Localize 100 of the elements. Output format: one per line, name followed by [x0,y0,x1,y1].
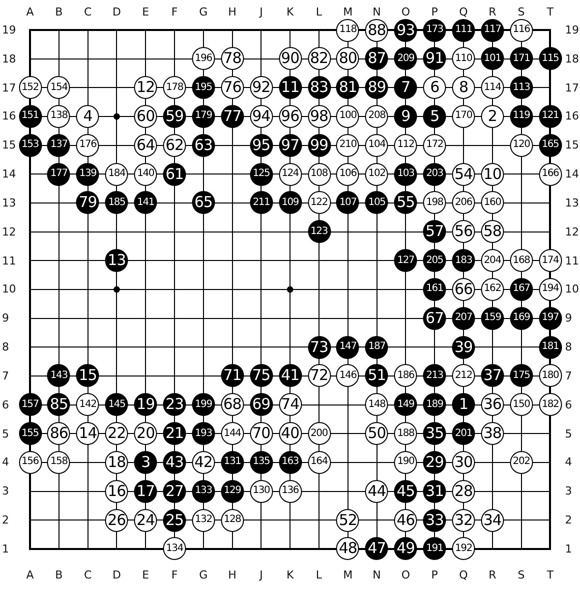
row-label: 15 [565,140,579,151]
go-stone: 105 [365,191,388,214]
go-stone: 210 [336,134,360,157]
row-label: 10 [2,284,16,295]
go-stone: 63 [192,134,215,157]
column-label: J [260,6,263,18]
go-stone: 208 [365,104,388,128]
go-stone: 128 [220,508,244,532]
go-stone: 58 [480,220,504,244]
go-stone: 133 [192,480,215,503]
go-stone: 45 [394,480,418,503]
go-stone: 43 [163,450,186,474]
go-stone: 191 [423,537,446,560]
go-stone: 70 [250,422,273,446]
row-label: 12 [565,226,579,238]
go-stone: 189 [423,393,446,416]
go-stone: 59 [163,104,186,128]
go-stone: 87 [365,47,388,70]
go-stone: 94 [250,104,273,128]
go-stone: 170 [452,104,475,128]
row-label: 10 [565,284,579,295]
go-stone: 154 [47,76,70,100]
go-stone: 64 [134,134,158,157]
go-stone: 29 [423,450,446,474]
go-stone: 167 [510,278,533,301]
go-stone: 175 [510,364,533,388]
go-stone: 213 [423,364,446,388]
go-stone: 55 [394,191,418,214]
go-stone: 27 [163,480,186,503]
go-stone: 164 [308,450,330,474]
go-stone: 124 [278,162,302,186]
go-stone: 97 [278,134,302,157]
go-stone: 46 [394,508,418,532]
go-stone: 146 [336,364,360,388]
go-stone: 35 [423,422,446,446]
go-stone: 205 [423,249,446,272]
go-stone: 14 [76,422,100,446]
go-stone: 147 [336,336,360,359]
column-label: G [199,570,208,580]
go-stone: 91 [423,47,446,70]
go-stone: 98 [308,104,330,128]
go-stone: 103 [394,162,418,186]
go-stone: 18 [105,450,128,474]
go-stone: 21 [163,422,186,446]
go-stone: 5 [423,104,446,128]
go-stone: 202 [510,450,533,474]
column-label: R [488,570,496,580]
go-stone: 144 [220,422,244,446]
row-label: 1 [2,543,9,554]
go-stone: 130 [250,480,273,503]
go-stone: 57 [423,220,446,244]
go-stone: 106 [336,162,360,186]
go-stone: 81 [336,76,360,100]
go-stone: 135 [250,450,273,474]
go-stone: 115 [538,47,562,70]
go-stone: 68 [220,393,244,416]
go-stone: 145 [105,393,128,416]
go-stone: 199 [192,393,215,416]
go-stone: 25 [163,508,186,532]
go-stone: 92 [250,76,273,100]
go-stone: 88 [365,18,388,42]
go-stone: 148 [365,393,388,416]
go-stone: 173 [423,18,446,42]
go-stone: 118 [336,18,360,42]
row-label: 1 [565,543,572,554]
go-stone: 3 [134,450,158,474]
go-stone: 174 [538,249,562,272]
go-stone: 67 [423,306,446,330]
go-stone: 82 [308,47,330,70]
go-stone: 1 [452,393,475,416]
go-stone: 121 [538,104,562,128]
row-label: 16 [2,110,16,122]
row-label: 8 [565,342,572,353]
row-label: 7 [565,370,572,382]
go-stone: 4 [76,104,100,128]
go-stone: 107 [336,191,360,214]
go-stone: 203 [423,162,446,186]
column-label: J [260,570,263,580]
go-stone: 72 [308,364,330,388]
go-stone: 19 [134,393,158,416]
go-stone: 139 [76,162,100,186]
go-stone: 123 [308,220,330,244]
go-stone: 127 [394,249,418,272]
go-stone: 74 [278,393,302,416]
go-stone: 44 [365,480,388,503]
row-label: 19 [2,24,16,36]
go-stone: 39 [452,336,475,359]
row-label: 4 [2,456,9,468]
row-label: 13 [565,197,579,208]
column-label: S [518,570,525,580]
go-stone: 62 [163,134,186,157]
go-stone: 134 [163,537,186,560]
go-stone: 96 [278,104,302,128]
go-stone: 185 [105,191,128,214]
column-label: O [401,570,410,580]
go-stone: 95 [250,134,273,157]
go-stone: 32 [452,508,475,532]
row-label: 5 [565,428,572,440]
go-stone: 212 [452,364,475,388]
go-stone: 136 [278,480,302,503]
